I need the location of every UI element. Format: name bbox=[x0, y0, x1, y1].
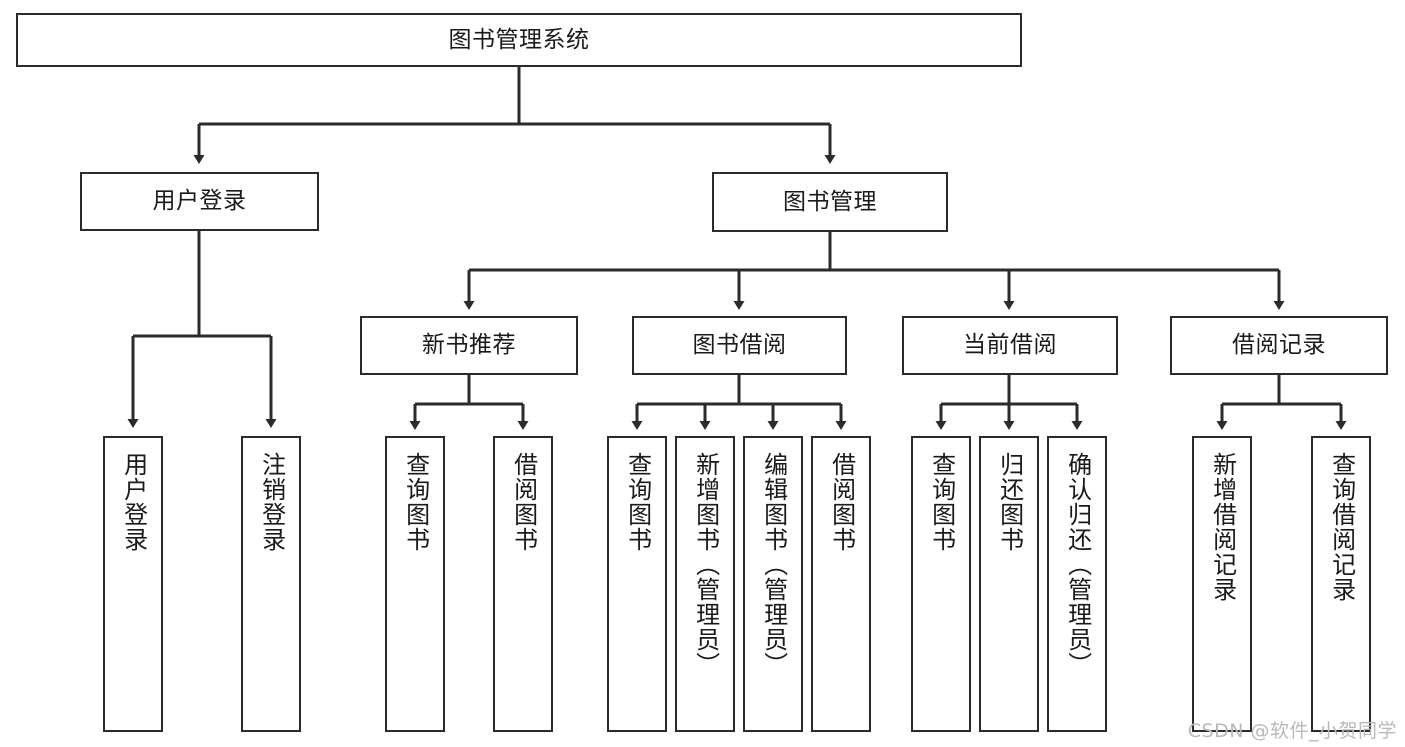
node-label: 新增图书（管理员） bbox=[691, 452, 720, 677]
leaf-user-logout[interactable]: 注销登录 bbox=[241, 436, 301, 732]
leaf-query-book-recommend[interactable]: 查询图书 bbox=[385, 436, 445, 732]
leaf-query-book-current[interactable]: 查询图书 bbox=[911, 436, 971, 732]
node-user-login[interactable]: 用户登录 bbox=[80, 172, 319, 231]
node-label: 图书管理 bbox=[783, 188, 877, 215]
leaf-edit-book-admin[interactable]: 编辑图书（管理员） bbox=[743, 436, 803, 732]
node-label: 图书借阅 bbox=[692, 332, 787, 359]
leaf-borrow-book-recommend[interactable]: 借阅图书 bbox=[493, 436, 553, 732]
node-label: 归还图书 bbox=[995, 452, 1024, 552]
node-label: 编辑图书（管理员） bbox=[759, 452, 788, 677]
node-label: 新书推荐 bbox=[422, 332, 516, 359]
node-label: 当前借阅 bbox=[963, 332, 1057, 359]
node-label: 用户登录 bbox=[152, 188, 247, 215]
leaf-confirm-return-admin[interactable]: 确认归还（管理员） bbox=[1047, 436, 1107, 732]
leaf-query-book-borrow[interactable]: 查询图书 bbox=[607, 436, 667, 732]
node-label: 新增借阅记录 bbox=[1208, 452, 1237, 602]
node-book-management[interactable]: 图书管理 bbox=[712, 172, 948, 232]
node-borrow-record[interactable]: 借阅记录 bbox=[1170, 316, 1388, 375]
node-label: 查询借阅记录 bbox=[1327, 452, 1356, 602]
node-book-borrow[interactable]: 图书借阅 bbox=[632, 316, 847, 375]
node-label: 注销登录 bbox=[257, 452, 286, 552]
node-label: 借阅图书 bbox=[827, 452, 856, 552]
watermark-text: CSDN @软件_小贺同学 bbox=[1187, 720, 1397, 742]
leaf-user-login[interactable]: 用户登录 bbox=[103, 436, 163, 732]
node-root-system[interactable]: 图书管理系统 bbox=[16, 13, 1022, 67]
leaf-add-borrow-record[interactable]: 新增借阅记录 bbox=[1192, 436, 1252, 732]
node-new-book-recommend[interactable]: 新书推荐 bbox=[360, 316, 578, 375]
leaf-return-book[interactable]: 归还图书 bbox=[979, 436, 1039, 732]
node-label: 借阅记录 bbox=[1232, 332, 1326, 359]
node-label: 借阅图书 bbox=[509, 452, 538, 552]
node-current-borrow[interactable]: 当前借阅 bbox=[902, 316, 1118, 375]
node-label: 查询图书 bbox=[623, 452, 652, 552]
node-label: 图书管理系统 bbox=[448, 26, 590, 53]
node-label: 用户登录 bbox=[119, 452, 148, 552]
node-label: 查询图书 bbox=[401, 452, 430, 552]
leaf-query-borrow-record[interactable]: 查询借阅记录 bbox=[1311, 436, 1371, 732]
node-label: 查询图书 bbox=[927, 452, 956, 552]
leaf-add-book-admin[interactable]: 新增图书（管理员） bbox=[675, 436, 735, 732]
node-label: 确认归还（管理员） bbox=[1063, 452, 1092, 677]
leaf-borrow-book[interactable]: 借阅图书 bbox=[811, 436, 871, 732]
